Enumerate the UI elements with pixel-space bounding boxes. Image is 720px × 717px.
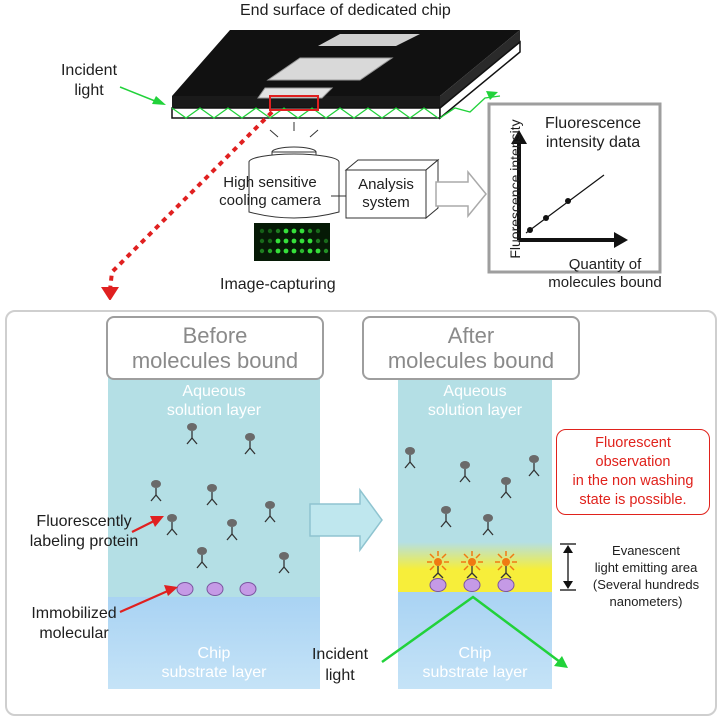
- incident-light-label-bottom: Incident light: [300, 644, 380, 686]
- fluor-protein-line2: labeling protein: [29, 533, 139, 550]
- chart-point: [543, 215, 549, 221]
- camera-label-line2: cooling camera: [219, 192, 321, 209]
- fluorescence-chart: [487, 102, 662, 274]
- after-aqueous-line2: solution layer: [427, 402, 523, 419]
- analysis-label-line1: Analysis: [358, 176, 414, 193]
- camera-icon: [248, 122, 340, 219]
- evanescent-line3: (Several hundreds: [592, 577, 700, 592]
- incident-light-arrow-top: [119, 86, 161, 104]
- top-diagram-graphics: [101, 30, 662, 300]
- after-aqueous-line1: Aqueous: [443, 383, 507, 400]
- incident-light-bottom-line2: light: [325, 667, 355, 684]
- zoom-dotted-arrow: [108, 110, 274, 291]
- evanescent-bracket: [560, 543, 576, 591]
- before-chip-label: Chip substrate layer: [108, 644, 320, 682]
- analysis-system-box: [344, 158, 440, 220]
- chart-xlabel: Quantity of molecules bound: [520, 256, 690, 292]
- before-title-box: Before molecules bound: [106, 316, 324, 380]
- chart-title-line1: Fluorescence: [544, 115, 642, 132]
- before-chip-line1: Chip: [197, 645, 231, 662]
- immobilized-line2: molecular: [39, 625, 109, 642]
- before-protein-group: [150, 422, 290, 574]
- camera-label-line1: High sensitive: [223, 174, 317, 191]
- before-aqueous-line1: Aqueous: [182, 383, 246, 400]
- to-chart-arrow: [435, 169, 487, 219]
- immobilized-label: Immobilized molecular: [14, 604, 134, 644]
- evanescent-line1: Evanescent: [612, 543, 680, 558]
- after-chip-line1: Chip: [458, 645, 492, 662]
- incident-light-bottom-line1: Incident: [311, 646, 369, 663]
- immobilized-arrow: [119, 588, 171, 614]
- callout-line1: Fluorescent: [595, 435, 671, 451]
- chart-point: [527, 227, 533, 233]
- before-aqueous-line2: solution layer: [166, 402, 262, 419]
- before-aqueous-label: Aqueous solution layer: [108, 382, 320, 420]
- incident-light-label-top: Incident light: [44, 61, 134, 101]
- analysis-label: Analysis system: [346, 176, 426, 212]
- after-chip-label: Chip substrate layer: [398, 644, 552, 682]
- incident-light-line2: light: [74, 82, 104, 99]
- chip-title: End surface of dedicated chip: [240, 2, 451, 19]
- callout-line2: observation: [595, 454, 671, 470]
- callout-line4: state is possible.: [579, 492, 687, 508]
- fluor-protein-arrow: [131, 519, 157, 533]
- fluor-protein-label: Fluorescently labeling protein: [14, 512, 154, 552]
- after-chip-layer: [398, 592, 552, 689]
- after-title-line1: After: [447, 323, 495, 348]
- before-to-after-arrow: [309, 487, 383, 553]
- after-title-box: After molecules bound: [362, 316, 580, 380]
- non-washing-callout: Fluorescent observation in the non washi…: [556, 429, 710, 515]
- image-capturing-label: Image-capturing: [220, 276, 336, 293]
- chart-xlabel-line1: Quantity of: [568, 256, 642, 273]
- chart-point: [565, 198, 571, 204]
- after-chip-line2: substrate layer: [422, 664, 528, 681]
- incident-light-line1: Incident: [60, 62, 118, 79]
- bound-protein-group: [427, 551, 517, 592]
- after-title-line2: molecules bound: [387, 348, 555, 373]
- camera-label: High sensitive cooling camera: [200, 174, 340, 210]
- before-title-line2: molecules bound: [131, 348, 299, 373]
- chart-title-line2: intensity data: [545, 134, 641, 151]
- before-molecule-group: [176, 582, 257, 596]
- before-chip-layer: [108, 597, 320, 689]
- analysis-label-line2: system: [362, 194, 410, 211]
- chart-title: Fluorescence intensity data: [528, 114, 658, 152]
- mechanism-panel: [5, 310, 717, 716]
- fluor-protein-line1: Fluorescently: [36, 513, 132, 530]
- before-title-line1: Before: [182, 323, 248, 348]
- callout-line3: in the non washing: [572, 473, 694, 489]
- immobilized-line1: Immobilized: [31, 605, 117, 622]
- chart-xlabel-line2: molecules bound: [548, 274, 662, 291]
- fluorescence-image: [254, 223, 330, 261]
- evanescent-label: Evanescent light emitting area (Several …: [576, 542, 716, 610]
- incident-light-path: [381, 595, 561, 664]
- before-chip-line2: substrate layer: [161, 664, 267, 681]
- evanescent-line4: nanometers): [609, 594, 683, 609]
- after-aqueous-label: Aqueous solution layer: [398, 382, 552, 420]
- evanescent-line2: light emitting area: [594, 560, 698, 575]
- after-protein-group: [404, 446, 540, 536]
